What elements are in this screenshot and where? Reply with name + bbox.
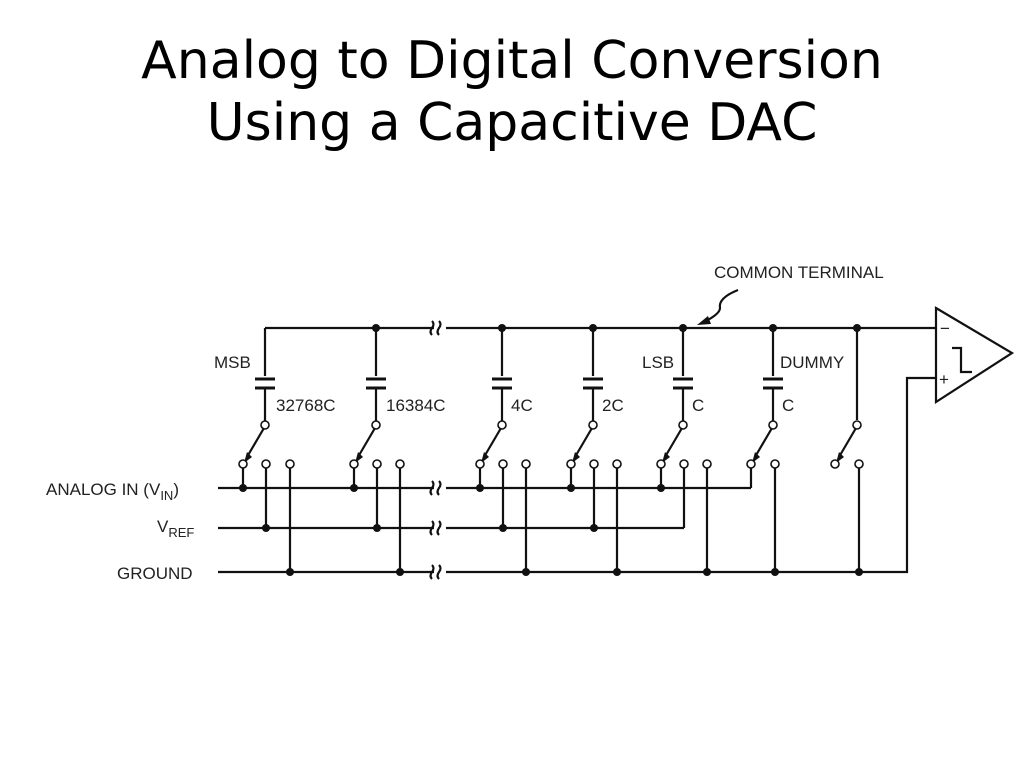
capacitor-3	[492, 377, 512, 425]
comparator-plus: +	[939, 370, 949, 389]
capacitor-msb	[255, 377, 275, 425]
slide-title: Analog to Digital Conversion Using a Cap…	[0, 30, 1024, 154]
switch-common	[830, 420, 864, 469]
title-line-1: Analog to Digital Conversion	[141, 31, 883, 91]
cap-value-label: 32768C	[276, 396, 336, 415]
switch-dummy	[746, 420, 780, 469]
switch-msb	[238, 420, 295, 469]
analog-in-label: ANALOG IN (VIN)	[46, 480, 179, 503]
cap-value-label: 2C	[602, 396, 624, 415]
cap-value-label: 4C	[511, 396, 533, 415]
cap-value-label: 16384C	[386, 396, 446, 415]
cap-value-label: C	[782, 396, 794, 415]
capacitor-2	[366, 377, 386, 425]
comparator: − +	[934, 306, 1015, 405]
dummy-label: DUMMY	[780, 353, 844, 372]
title-line-2: Using a Capacitive DAC	[206, 93, 818, 153]
ground-label: GROUND	[117, 564, 193, 583]
comparator-minus: −	[940, 319, 950, 338]
switch-3	[475, 420, 531, 469]
capacitor-lsb	[673, 377, 693, 425]
switch-2	[349, 420, 405, 469]
common-terminal-label: COMMON TERMINAL	[714, 263, 884, 282]
common-terminal-arrow	[703, 288, 739, 323]
bus-lines	[218, 376, 936, 580]
switch-4	[566, 420, 622, 469]
cap-value-label: C	[692, 396, 704, 415]
vref-label: VREF	[157, 517, 194, 540]
switch-array	[238, 420, 864, 469]
common-bus	[263, 320, 936, 420]
switch-bus-connections	[241, 468, 861, 572]
capacitor-4	[583, 377, 603, 425]
capacitor-dummy	[763, 377, 783, 425]
msb-label: MSB	[214, 353, 251, 372]
switch-lsb	[656, 420, 712, 469]
lsb-label: LSB	[642, 353, 674, 372]
capacitor-array	[255, 377, 783, 425]
